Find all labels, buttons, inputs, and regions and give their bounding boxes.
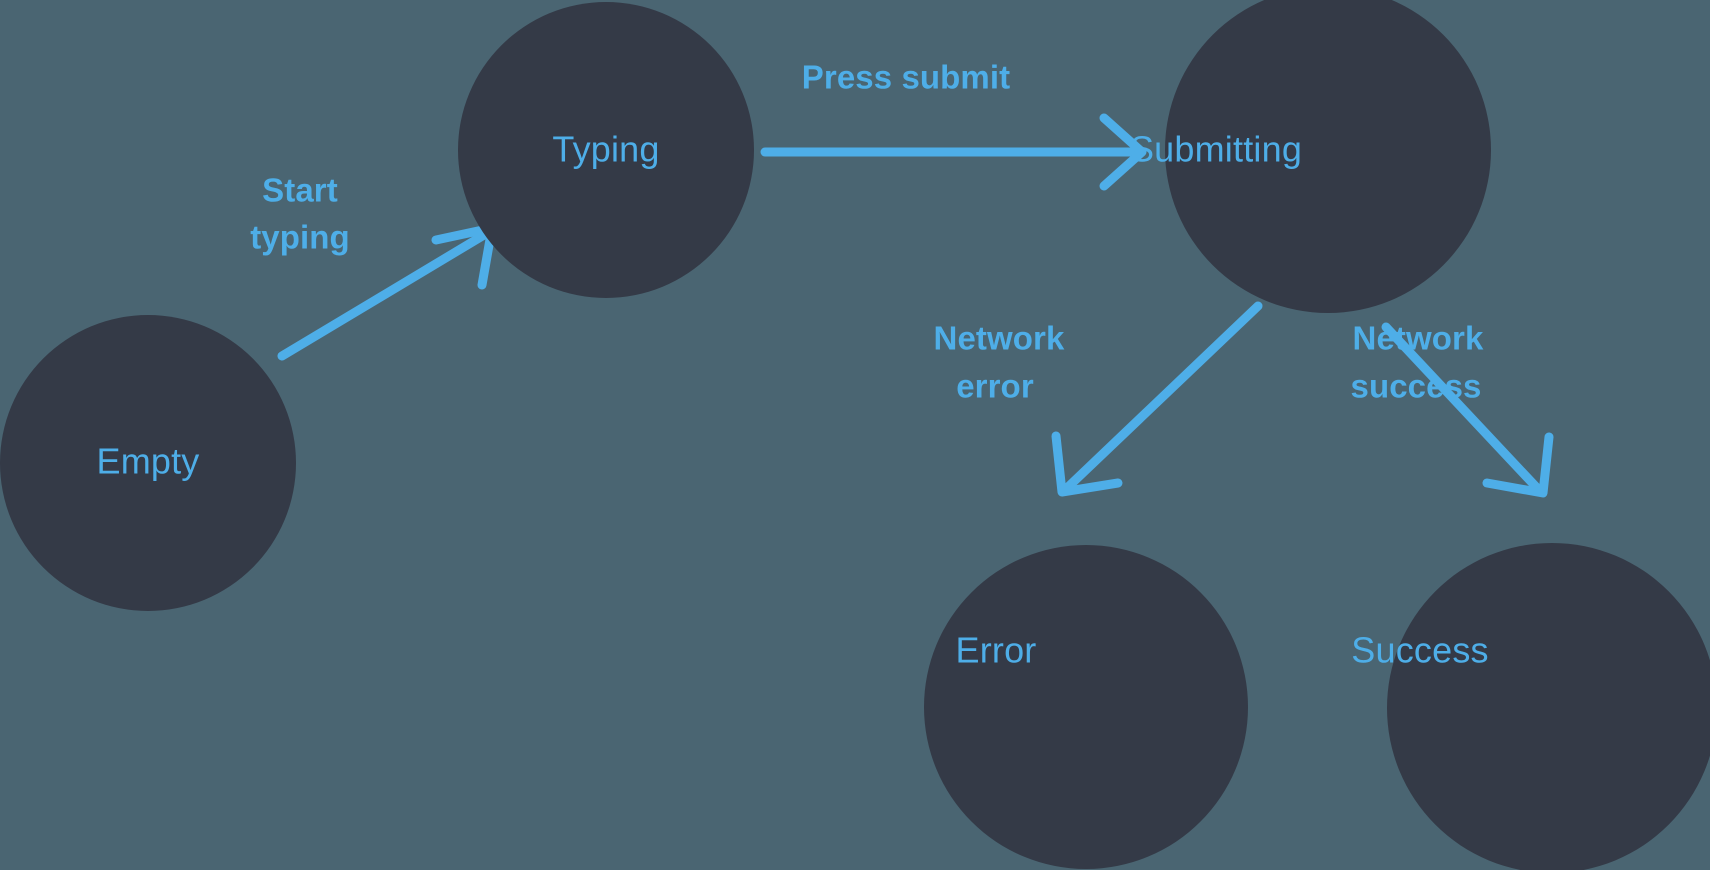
typing-state-label: Typing — [552, 129, 659, 170]
press-submit-arrow-head — [1099, 113, 1147, 191]
transition-start-typing[interactable]: Start typing — [250, 172, 497, 361]
network-success-label-line-2: success — [1351, 368, 1482, 405]
state-node-typing[interactable]: Typing — [458, 2, 754, 298]
state-node-empty[interactable]: Empty — [0, 315, 296, 611]
state-node-success[interactable]: Success — [1351, 543, 1710, 870]
empty-state-circle — [0, 315, 296, 611]
success-state-circle — [1387, 543, 1710, 870]
state-node-submitting[interactable]: Submitting — [1130, 0, 1491, 313]
start-typing-arrow-line — [277, 227, 494, 361]
start-typing-label-line-2: typing — [250, 219, 350, 256]
transition-press-submit[interactable]: Press submit — [760, 59, 1147, 191]
network-error-arrow-head — [1051, 431, 1123, 497]
typing-state-circle — [458, 2, 754, 298]
error-state-circle — [924, 545, 1248, 869]
press-submit-label: Press submit — [802, 59, 1010, 96]
network-error-label-line-2: error — [956, 368, 1034, 405]
state-node-error[interactable]: Error — [924, 545, 1248, 869]
network-success-arrow-head — [1482, 432, 1554, 498]
submitting-state-circle — [1165, 0, 1491, 313]
submitting-state-label: Submitting — [1130, 129, 1302, 170]
start-typing-label-line-1: Start — [262, 172, 338, 209]
network-success-label-line-1: Network — [1353, 320, 1484, 357]
network-error-arrow-line — [1062, 301, 1263, 493]
network-error-label-line-1: Network — [934, 320, 1065, 357]
empty-state-label: Empty — [96, 441, 199, 482]
transition-network-error[interactable]: Network error — [934, 301, 1263, 497]
error-state-label: Error — [956, 630, 1037, 671]
success-state-label: Success — [1351, 630, 1488, 671]
transition-network-success[interactable]: Network success — [1351, 320, 1554, 498]
network-success-arrow-line — [1381, 322, 1543, 494]
